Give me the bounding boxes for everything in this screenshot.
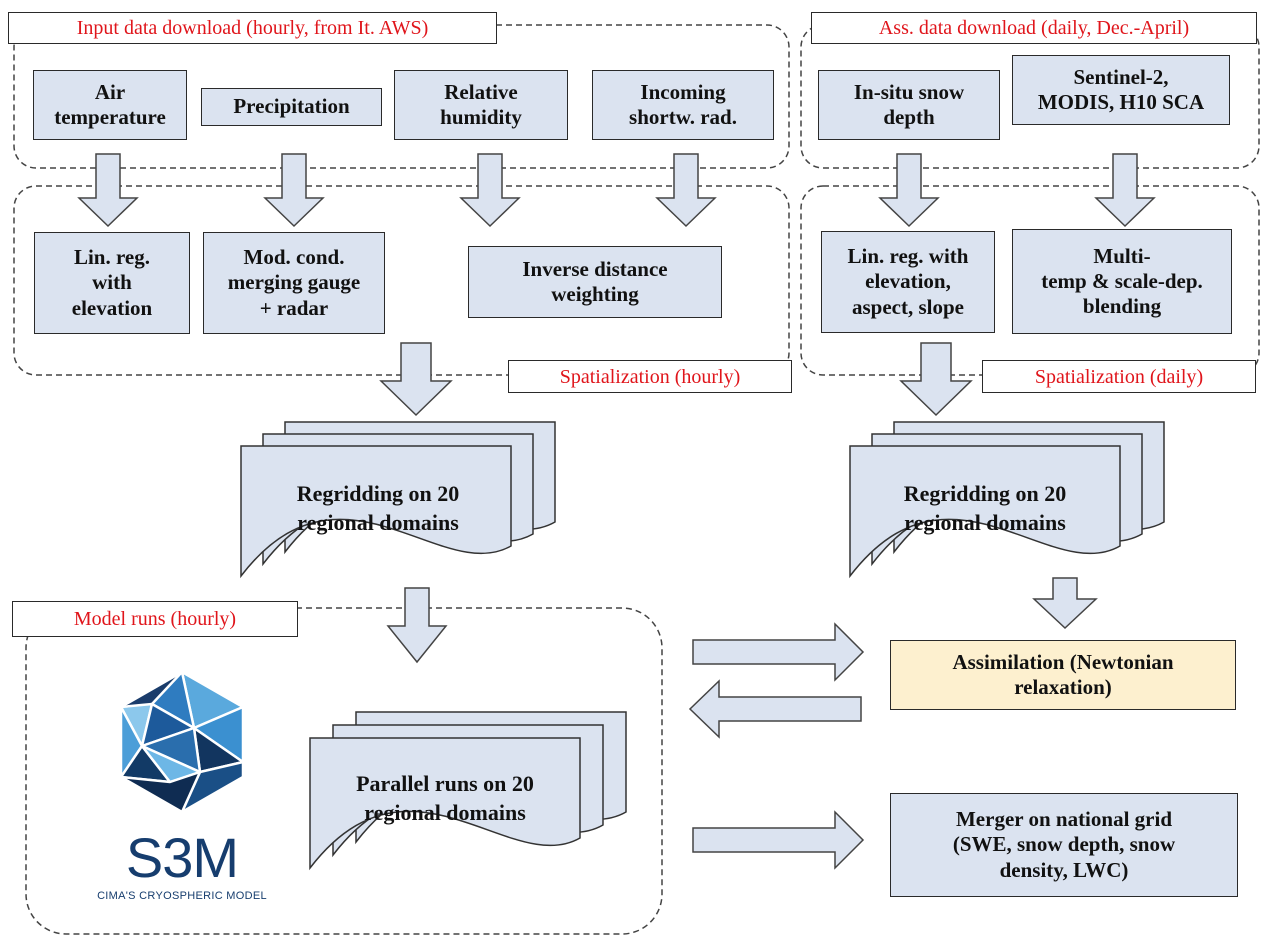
proc-inverse-distance: Inverse distance weighting	[468, 246, 722, 318]
s3m-logo-mark	[119, 670, 245, 814]
arrow-down-model-runs	[386, 587, 448, 664]
input-satellite-sca: Sentinel-2, MODIS, H10 SCA	[1012, 55, 1230, 125]
s3m-logo-wordmark: S3M	[125, 826, 239, 889]
input-relative-humidity: Relative humidity	[394, 70, 568, 140]
doc-label-regrid-hourly: Regridding on 20 regional domains	[296, 481, 460, 535]
arrow-down-snow-depth	[878, 153, 940, 228]
arrow-down-humidity	[459, 153, 521, 228]
input-incoming-radiation: Incoming shortw. rad.	[592, 70, 774, 140]
s3m-logo-tagline: CIMA'S CRYOSPHERIC MODEL	[97, 890, 267, 902]
output-merger-national-grid: Merger on national grid (SWE, snow depth…	[890, 793, 1238, 897]
section-label-spatialization-daily: Spatialization (daily)	[982, 360, 1256, 393]
arrow-down-radiation	[655, 153, 717, 228]
section-label-ass-download: Ass. data download (daily, Dec.-April)	[811, 12, 1257, 44]
proc-lin-reg-multi: Lin. reg. with elevation, aspect, slope	[821, 231, 995, 333]
doc-label-parallel-runs: Parallel runs on 20 regional domains	[356, 771, 534, 825]
arrow-down-satellite	[1094, 153, 1156, 228]
input-air-temperature: Air temperature	[33, 70, 187, 140]
input-snow-depth: In-situ snow depth	[818, 70, 1000, 140]
proc-multi-temp-blending: Multi- temp & scale-dep. blending	[1012, 229, 1232, 334]
section-label-model-runs: Model runs (hourly)	[12, 601, 298, 637]
arrow-down-regrid-daily	[899, 342, 973, 417]
section-label-input-download: Input data download (hourly, from It. AW…	[8, 12, 497, 44]
input-precipitation: Precipitation	[201, 88, 382, 126]
frame-model-runs	[25, 607, 663, 935]
arrow-left-from-assimilation	[688, 679, 862, 739]
proc-lin-reg-elevation: Lin. reg. with elevation	[34, 232, 190, 334]
section-label-spatialization-hourly: Spatialization (hourly)	[508, 360, 792, 393]
doc-label-regrid-daily: Regridding on 20 regional domains	[903, 481, 1067, 535]
proc-mod-cond-merging: Mod. cond. merging gauge + radar	[203, 232, 385, 334]
arrow-down-assimilation	[1032, 577, 1098, 630]
arrow-right-to-assimilation	[692, 622, 865, 682]
arrow-down-precip	[263, 153, 325, 228]
arrow-down-regrid-hourly	[379, 342, 453, 417]
arrow-right-to-merger	[692, 810, 865, 870]
output-assimilation: Assimilation (Newtonian relaxation)	[890, 640, 1236, 710]
arrow-down-air-temp	[77, 153, 139, 228]
